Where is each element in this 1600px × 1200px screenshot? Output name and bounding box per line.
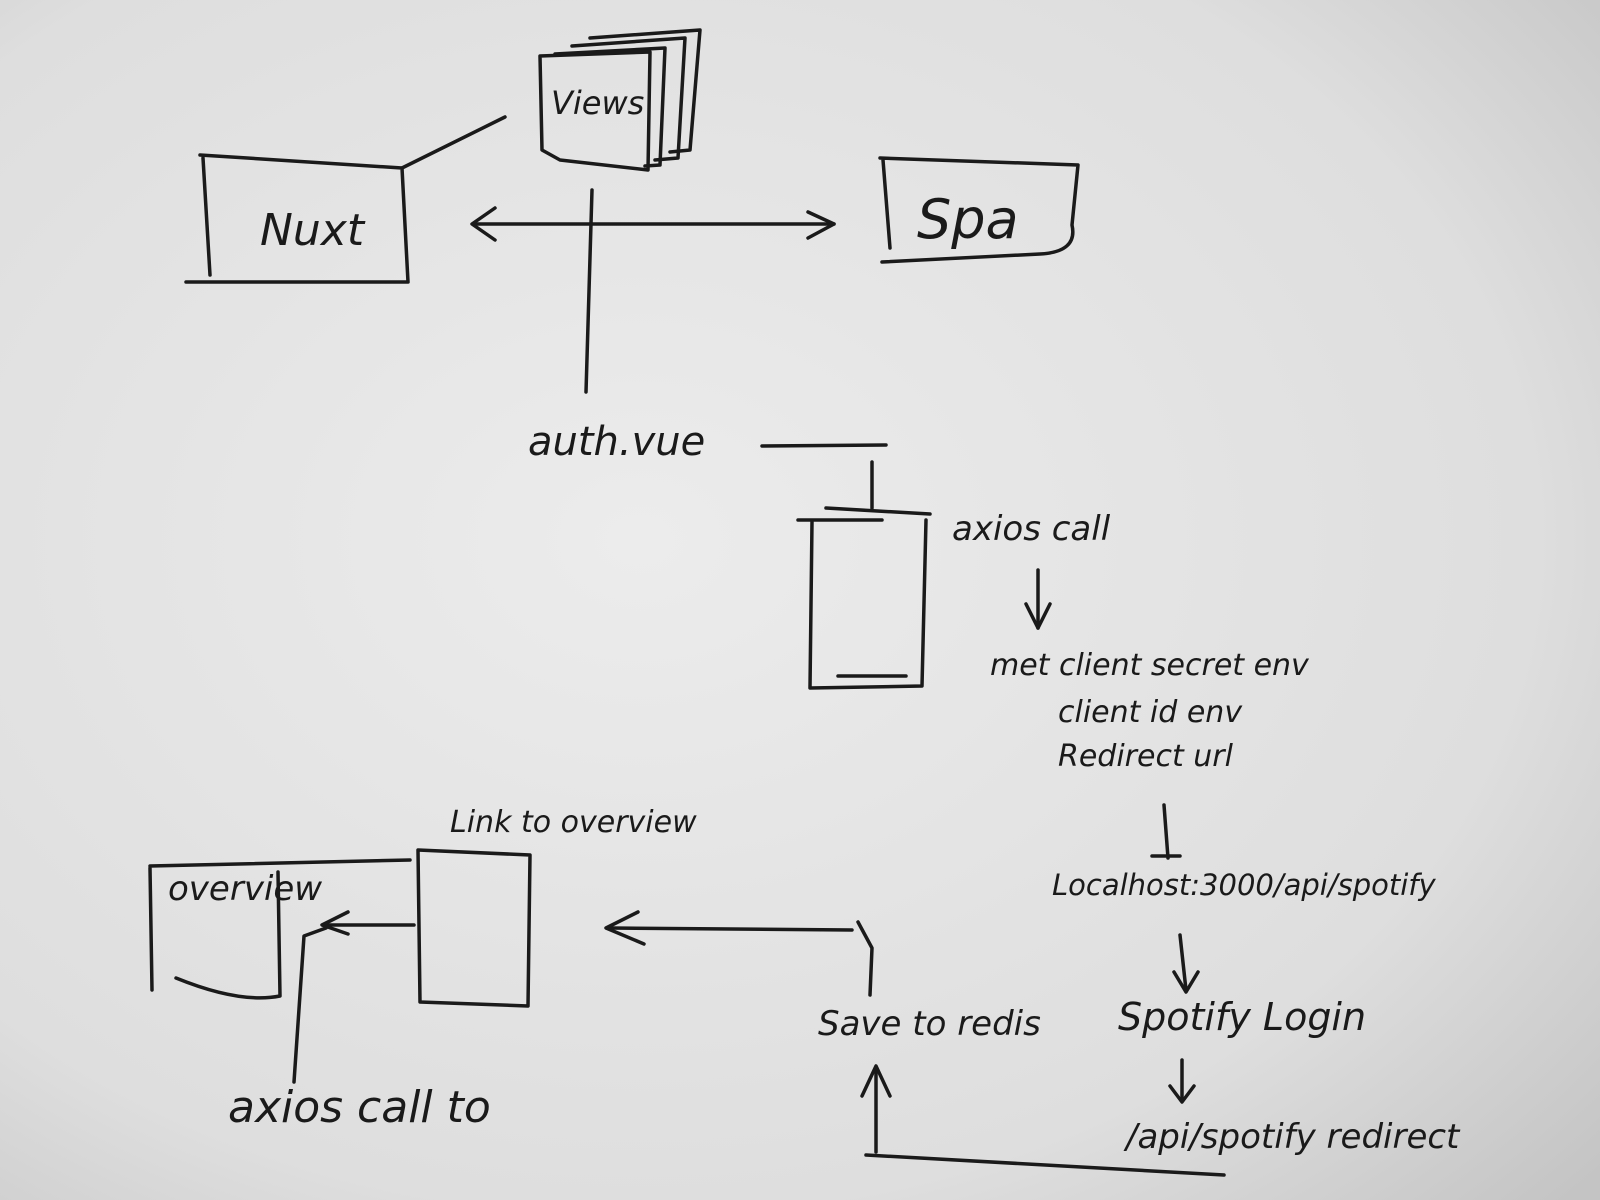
axios-call-box — [796, 506, 932, 690]
link-box — [416, 848, 532, 1008]
spa-label: Spa — [917, 188, 1019, 251]
localhost-down-arrow — [1172, 933, 1200, 994]
auth-vertical-line — [584, 188, 594, 394]
views-nuxt-connector — [400, 115, 507, 170]
axios-overview-line — [292, 926, 328, 1084]
auth-axios-connector — [760, 443, 888, 510]
secret-line-2: client id env — [1058, 695, 1243, 730]
localhost-label: Localhost:3000/api/spotify — [1052, 868, 1437, 902]
nuxt-box — [184, 153, 410, 284]
redis-to-link-arrow — [604, 910, 874, 997]
redirect-to-redis-arrow — [860, 1064, 1226, 1177]
api-redirect-label: /api/spotify redirect — [1123, 1117, 1461, 1157]
secret-line-3: Redirect url — [1058, 739, 1234, 774]
redirect-down-arrow — [1150, 803, 1182, 860]
views-stack — [538, 28, 702, 172]
axios-down-arrow — [1024, 568, 1052, 630]
spotify-login-label: Spotify Login — [1118, 995, 1366, 1039]
axios-call-to-label: axios call to — [228, 1082, 491, 1133]
overview-box — [148, 858, 412, 1000]
login-down-arrow — [1168, 1058, 1196, 1104]
overview-label: overview — [168, 869, 322, 909]
views-label: Views — [551, 84, 644, 122]
link-to-overview-label: Link to overview — [450, 805, 697, 840]
spa-box — [878, 156, 1080, 264]
link-to-overview-arrow — [320, 910, 416, 936]
axios-call-label: axios call — [952, 509, 1111, 549]
save-to-redis-label: Save to redis — [818, 1004, 1041, 1044]
auth-vue-label: auth.vue — [528, 419, 705, 465]
secret-line-1: met client secret env — [990, 648, 1310, 683]
nuxt-spa-double-arrow — [470, 206, 836, 242]
nuxt-label: Nuxt — [260, 205, 366, 256]
